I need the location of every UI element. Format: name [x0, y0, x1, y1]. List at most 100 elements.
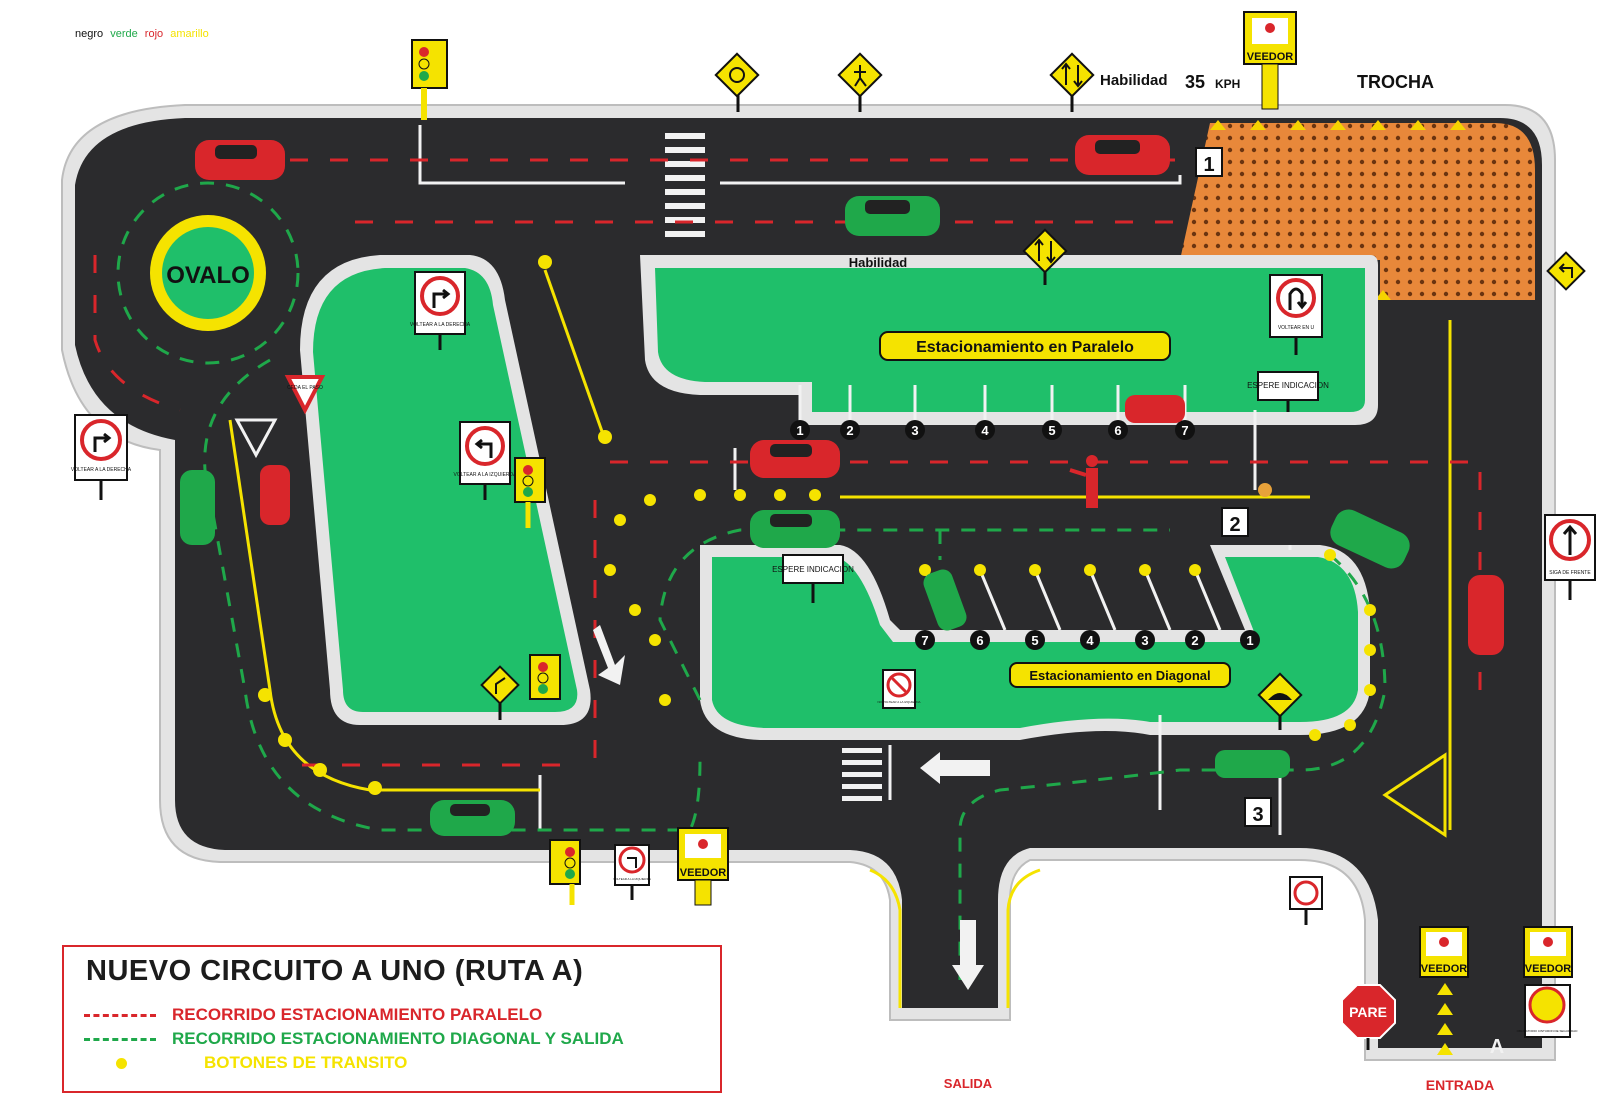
diagonal-spot-6: 6: [976, 633, 983, 648]
diagonal-label: Estacionamiento en Diagonal: [1009, 662, 1231, 688]
traffic-officer-icon: [1069, 455, 1098, 508]
diagonal-spot-numbers: 7 6 5 4 3 2 1: [915, 630, 1260, 650]
diagonal-spot-2: 2: [1191, 633, 1198, 648]
svg-text:ESPERE INDICACION: ESPERE INDICACION: [772, 565, 854, 574]
yield-sign: CEDA EL PASO: [284, 375, 326, 415]
svg-text:VEEDOR: VEEDOR: [1421, 963, 1468, 975]
car-green-4: [1215, 750, 1290, 778]
traffic-light-island-1: [514, 457, 546, 528]
svg-text:1: 1: [1203, 154, 1214, 176]
pedestrian-warning-icon: [837, 52, 883, 112]
color-key-green: verde: [110, 28, 138, 40]
two-way-warning-icon: [1049, 52, 1095, 112]
roundabout-warning-icon: [714, 52, 760, 112]
station-1: 1: [1195, 147, 1223, 177]
right-curve-warning-icon: [480, 665, 520, 720]
legend-item-label: RECORRIDO ESTACIONAMIENTO DIAGONAL Y SAL…: [172, 1029, 624, 1048]
yield-hatch: [1382, 752, 1447, 838]
svg-text:2: 2: [1229, 514, 1240, 536]
habilidad-label: Habilidad: [849, 255, 908, 270]
color-key-yellow: amarillo: [170, 28, 209, 40]
roundabout: OVALO: [150, 215, 266, 331]
svg-text:SIGA DE FRENTE: SIGA DE FRENTE: [1549, 570, 1591, 576]
parallel-spot-7: 7: [1181, 423, 1188, 438]
legend: NUEVO CIRCUITO A UNO (RUTA A) RECORRIDO …: [62, 945, 722, 1093]
speed-value: 35: [1185, 72, 1205, 92]
traffic-light-bottom: [549, 839, 581, 905]
svg-text:VEEDOR: VEEDOR: [1525, 963, 1572, 975]
veedor-booth-top: VEEDOR: [1243, 11, 1297, 110]
car-red-2: [1075, 135, 1170, 175]
color-key: negro verde rojo amarillo: [75, 28, 213, 40]
svg-text:VOLTEAR A LA DERECHA: VOLTEAR A LA DERECHA: [71, 467, 132, 473]
legend-item-label: RECORRIDO ESTACIONAMIENTO PARALELO: [172, 1005, 543, 1024]
car-red-1: [195, 140, 285, 180]
crosswalk-bottom: [842, 748, 882, 801]
car-green-2: [750, 510, 840, 548]
left-curve-warning-icon: [1546, 251, 1586, 291]
traffic-light-top: [411, 39, 448, 120]
legend-yellow-dot: [116, 1057, 127, 1069]
svg-text:VOLTEAR A LA IZQUIERDA: VOLTEAR A LA IZQUIERDA: [454, 472, 518, 478]
parallel-spot-3: 3: [911, 423, 918, 438]
station-3: 3: [1244, 797, 1272, 827]
exit-label: SALIDA: [944, 1076, 993, 1091]
parallel-spot-2: 2: [846, 423, 853, 438]
svg-text:VEEDOR: VEEDOR: [680, 867, 727, 879]
parallel-label: Estacionamiento en Paralelo: [879, 331, 1171, 361]
turn-left-sign-exit: [1289, 876, 1323, 925]
pavement-arrows: [593, 625, 990, 990]
car-green-1: [845, 196, 940, 236]
parallel-spot-numbers: 1 2 3 4 5 6 7: [790, 420, 1195, 440]
svg-text:VOLTEAR A LA DERECHA: VOLTEAR A LA DERECHA: [410, 322, 471, 328]
route-letter: A: [1490, 1036, 1504, 1058]
parallel-spot-6: 6: [1114, 423, 1121, 438]
turn-left-sign-bottom: VOLTEAR A LA IZQUIERDA: [613, 844, 651, 900]
yield-marking: [234, 418, 278, 459]
ovalo-label: OVALO: [166, 262, 250, 289]
svg-text:Estacionamiento en Diagonal: Estacionamiento en Diagonal: [1029, 668, 1210, 683]
turn-left-sign-island: VOLTEAR A LA IZQUIERDA: [454, 421, 518, 500]
island-left: [300, 255, 591, 725]
station-2: 2: [1221, 507, 1249, 537]
car-red-6: [1468, 575, 1504, 655]
svg-text:VOLTEAR EN U: VOLTEAR EN U: [1278, 325, 1315, 331]
route-diagonal: [116, 181, 1387, 980]
svg-text:CEDA EL PASO: CEDA EL PASO: [287, 385, 323, 391]
straight-ahead-sign: SIGA DE FRENTE: [1544, 514, 1596, 600]
legend-red-dash: [84, 1013, 156, 1017]
seatbelt-sign: OBLIGATORIO CINTURON DE SEGURIDAD: [1517, 984, 1579, 1038]
turn-right-sign-left: VOLTEAR A LA DERECHA: [71, 414, 132, 500]
legend-item-buttons: BOTONES DE TRANSITO: [84, 1053, 407, 1073]
crosswalk-top: [665, 133, 705, 237]
legend-item-label: BOTONES DE TRANSITO: [204, 1053, 408, 1072]
svg-text:ESPERE INDICACION: ESPERE INDICACION: [1247, 381, 1329, 390]
yellow-lines: [228, 269, 1452, 1008]
svg-text:3: 3: [1252, 804, 1263, 826]
color-key-black: negro: [75, 28, 104, 40]
diagonal-spot-7: 7: [921, 633, 928, 648]
svg-text:VEEDOR: VEEDOR: [1247, 51, 1294, 63]
veedor-booth-entrance-2: VEEDOR: [1523, 926, 1573, 978]
two-way-warning-icon-2: [1022, 228, 1068, 285]
car-red-3: [750, 440, 840, 478]
diagonal-spot-3: 3: [1141, 633, 1148, 648]
color-key-red: rojo: [144, 28, 164, 40]
traffic-buttons: [258, 255, 1376, 795]
diagonal-spot-5: 5: [1031, 633, 1038, 648]
diagonal-spot-4: 4: [1086, 633, 1094, 648]
car-green-6: [180, 470, 215, 545]
bump-warning-icon: [1257, 672, 1303, 730]
car-green-3: [1330, 509, 1410, 569]
legend-item-parallel: RECORRIDO ESTACIONAMIENTO PARALELO: [84, 1005, 542, 1025]
svg-text:Estacionamiento en Paralelo: Estacionamiento en Paralelo: [916, 339, 1134, 356]
speed-unit: KPH: [1215, 77, 1240, 91]
traffic-light-island-2: [529, 654, 561, 700]
svg-text:PARE: PARE: [1349, 1004, 1387, 1020]
car-green-5: [430, 800, 515, 836]
parallel-spot-1: 1: [796, 423, 803, 438]
turn-right-sign-island: VOLTEAR A LA DERECHA: [410, 271, 471, 350]
svg-text:OBLIGATORIO CINTURON DE SEGURI: OBLIGATORIO CINTURON DE SEGURIDAD: [1517, 1029, 1579, 1033]
entrance-label: ENTRADA: [1426, 1077, 1494, 1093]
